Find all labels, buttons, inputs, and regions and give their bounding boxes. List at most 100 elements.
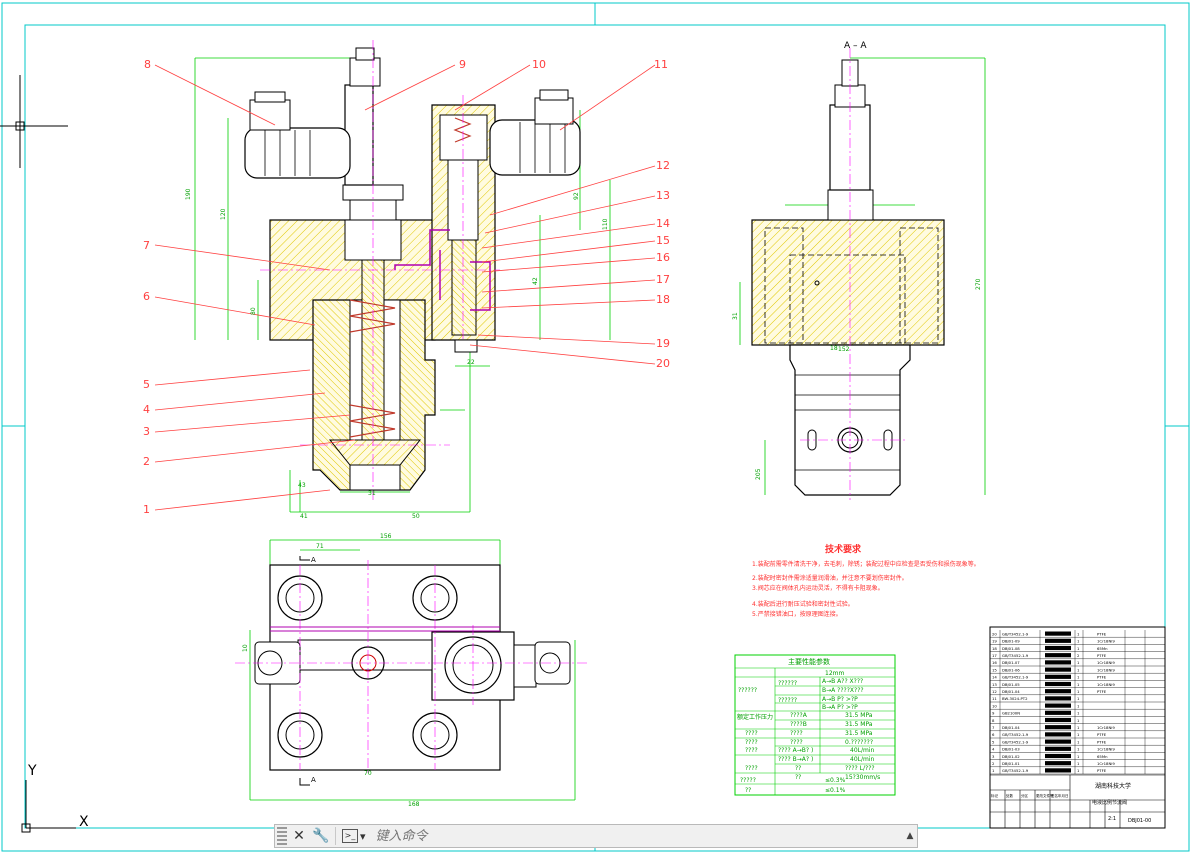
close-icon[interactable]: ✕ [293, 828, 305, 844]
command-input[interactable] [373, 827, 903, 845]
bom-cell-no: 9 [992, 711, 995, 716]
svg-text:??????: ?????? [778, 697, 797, 704]
bom-cell-no: 13 [992, 682, 997, 687]
bom-cell-code: GB/T3452.1-9 [1002, 631, 1029, 636]
bom-cell-mat: PTFE [1097, 689, 1107, 694]
svg-text:0.???????: 0.??????? [845, 739, 873, 746]
balloon-17: 17 [656, 273, 670, 286]
svg-text:更改文件号: 更改文件号 [1036, 793, 1054, 798]
svg-text:主要性能参数: 主要性能参数 [788, 657, 830, 666]
command-prompt-icon[interactable]: >_▾ [342, 829, 366, 843]
bom-cell-code: DBJ01-08 [1002, 646, 1020, 651]
chevron-up-icon[interactable]: ▲ [906, 831, 914, 841]
bom-cell-code: DBJ01-02 [1002, 754, 1020, 759]
bom-cell-code: GB/T3452.1-9 [1002, 768, 1029, 773]
bom-name-redacted [1045, 746, 1071, 751]
balloon-11: 11 [654, 58, 668, 71]
svg-text:分区: 分区 [1021, 793, 1029, 798]
balloon-2: 2 [143, 455, 150, 468]
svg-text:22: 22 [467, 359, 475, 366]
parameter-table: 主要性能参数 12mm A→B A?? X??? B→A ????X??? A→… [734, 654, 896, 796]
bom-cell-mat: 1Cr18Ni9 [1097, 747, 1115, 752]
bom-cell-no: 12 [992, 689, 997, 694]
bom-cell-mat: PTFE [1097, 739, 1107, 744]
svg-text:????: ???? [745, 739, 758, 746]
balloon-leaders [154, 64, 656, 511]
bom-name-redacted [1045, 739, 1071, 744]
svg-text:10: 10 [242, 644, 249, 652]
ucs-icon: Y X [21, 763, 89, 833]
bom-cell-qty: 1 [1077, 646, 1080, 651]
bom-cell-mat: PTFE [1097, 631, 1107, 636]
svg-text:??: ?? [795, 765, 801, 772]
svg-text:???? B→A? ): ???? B→A? ) [778, 756, 813, 763]
bom-cell-no: 6 [992, 732, 995, 737]
view-mark-bottom: A [311, 776, 316, 784]
svg-text:15?30mm/s: 15?30mm/s [845, 774, 880, 781]
balloon-18: 18 [656, 293, 670, 306]
svg-text:205: 205 [755, 468, 762, 480]
bom-name-redacted [1045, 753, 1071, 759]
bom-cell-no: 14 [992, 675, 997, 680]
svg-text:????A: ????A [790, 712, 808, 719]
bom-name-redacted [1045, 689, 1071, 694]
svg-text:????B: ????B [790, 721, 807, 728]
svg-text:??: ?? [795, 774, 801, 781]
balloon-3: 3 [143, 425, 150, 438]
balloon-1: 1 [143, 503, 150, 516]
bom-cell-code: GB/T3452.1-9 [1002, 653, 1029, 658]
svg-text:31: 31 [368, 490, 376, 497]
bom-cell-qty: 1 [1077, 639, 1080, 644]
svg-text:80: 80 [250, 307, 257, 315]
side-view-aa[interactable]: A – A [732, 41, 986, 500]
bom-cell-mat: 1Cr18Ni9 [1097, 639, 1115, 644]
technical-requirements: 技术要求 1.装配前需零件清洗干净，去毛刺，除锈；装配过程中应检查是否受伤和损伤… [752, 543, 980, 618]
bom-cell-qty: 1 [1077, 739, 1080, 744]
bom-cell-qty: 1 [1077, 682, 1080, 687]
svg-text:???? L/???: ???? L/??? [845, 765, 875, 772]
svg-text:B→A ????X???: B→A ????X??? [822, 687, 864, 694]
bom-cell-qty: 1 [1077, 725, 1080, 730]
bom-cell-code: GB/T3452.1-9 [1002, 739, 1029, 744]
svg-text:31: 31 [732, 312, 739, 320]
svg-text:????: ???? [745, 765, 758, 772]
bom-cell-mat: PTFE [1097, 653, 1107, 658]
bom-cell-qty: 1 [1077, 754, 1080, 759]
svg-text:50: 50 [412, 513, 420, 520]
dimension-texts: 190 120 43 41 50 31 80 110 92 42 22 [185, 188, 609, 520]
bom-cell-no: 15 [992, 667, 997, 672]
bom-cell-code: DBJ01-09 [1002, 639, 1020, 644]
bom-cell-no: 8 [992, 718, 995, 723]
bom-name-redacted [1045, 732, 1071, 737]
bom-cell-no: 2 [992, 761, 995, 766]
bom-cell-code: DBJ01-05 [1002, 682, 1020, 687]
bom-cell-no: 5 [992, 739, 995, 744]
bom-cell-no: 19 [992, 639, 997, 644]
command-line-bar[interactable]: ✕ 🔧 >_▾ ▲ [274, 824, 918, 848]
top-view[interactable]: A A 156 71 70 168 10 [235, 533, 590, 808]
svg-text:31.5 MPa: 31.5 MPa [845, 721, 873, 728]
wrench-icon[interactable]: 🔧 [312, 828, 330, 844]
bom-cell-code: DBJ01-07 [1002, 660, 1020, 665]
bom-name-redacted [1045, 717, 1071, 723]
bom-cell-qty: 1 [1077, 761, 1080, 766]
bom-cell-mat: 65Mn [1097, 646, 1108, 651]
bom-name-redacted [1045, 631, 1071, 636]
bom-cell-mat: 1Cr18Ni9 [1097, 761, 1115, 766]
svg-text:152: 152 [838, 346, 850, 353]
bom-cell-mat: 1Cr18Ni9 [1097, 667, 1115, 672]
bom-cell-mat: 65Mn [1097, 754, 1108, 759]
bom-name-redacted [1045, 710, 1071, 715]
bom-cell-no: 18 [992, 646, 997, 651]
bom-cell-qty: 1 [1077, 667, 1080, 672]
bom-cell-qty: 1 [1077, 747, 1080, 752]
grip-handle[interactable] [277, 827, 287, 845]
bom-cell-no: 20 [992, 631, 997, 636]
svg-text:4.装配后进行耐压试验和密封性试验。: 4.装配后进行耐压试验和密封性试验。 [752, 600, 854, 608]
main-section-view[interactable] [194, 40, 611, 513]
bom-cell-mat: PTFE [1097, 675, 1107, 680]
svg-text:2.装配时密封件需涂适量润滑油，并注意不要划伤密封件。: 2.装配时密封件需涂适量润滑油，并注意不要划伤密封件。 [752, 574, 908, 582]
balloon-labels: 8 9 10 11 12 13 14 15 16 17 18 19 20 7 6… [143, 58, 670, 516]
